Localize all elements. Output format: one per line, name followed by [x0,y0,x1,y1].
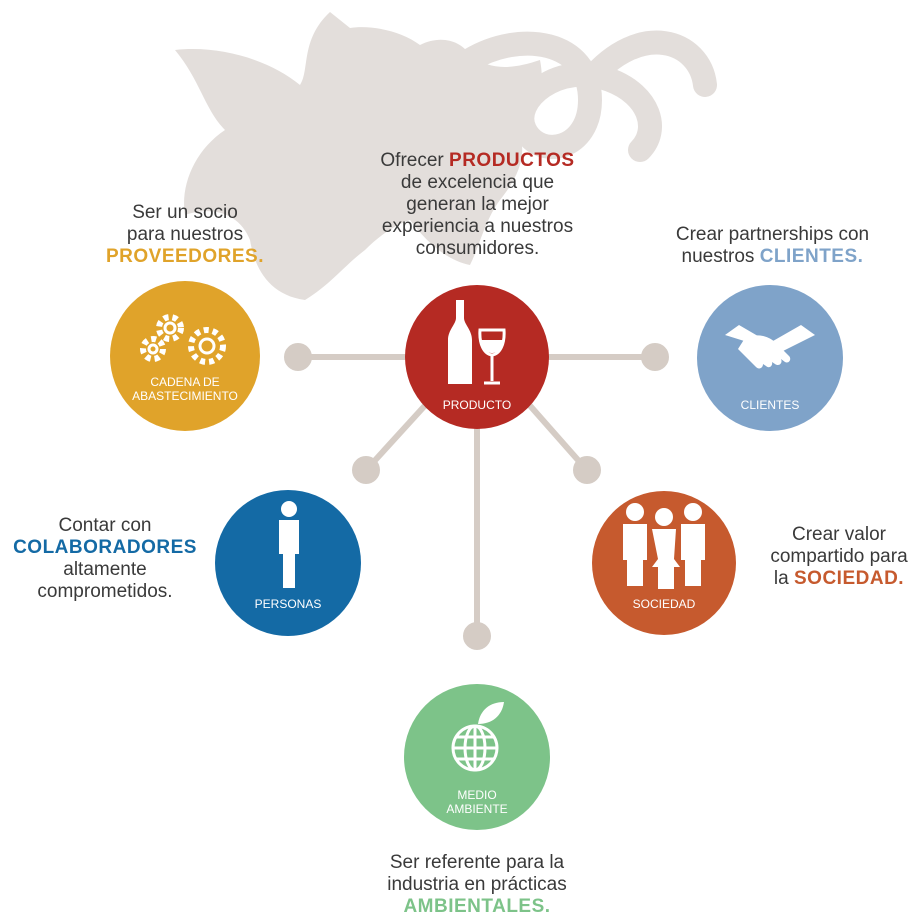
text-ambientales-line2: industria en prácticas [387,874,567,895]
connector-personas [365,397,433,471]
node-producto: PRODUCTO [405,285,549,429]
text-colaboradores-line3: altamente [63,559,147,580]
connector-dot-sociedad [573,456,601,484]
connector-dot-medio [463,622,491,650]
connector-dot-personas [352,456,380,484]
text-producto-em: PRODUCTOS [449,150,575,171]
text-proveedores: Ser un socio para nuestros PROVEEDORES. [90,202,280,268]
text-colaboradores-em: COLABORADORES [13,537,197,558]
node-personas-label: PERSONAS [255,597,322,611]
text-colaboradores-line4: comprometidos. [37,581,173,602]
grape-leaf [175,12,542,300]
text-producto-pre: Ofrecer [380,150,450,171]
text-sociedad-line2: compartido para [770,546,908,567]
connector-dot-clientes [641,343,669,371]
gears-icon [140,314,226,365]
node-clientes: CLIENTES [697,285,843,431]
text-producto: Ofrecer PRODUCTOS de excelencia que gene… [355,150,600,260]
text-clientes: Crear partnerships con nuestros CLIENTES… [655,224,890,268]
text-proveedores-line1: Ser un socio [132,202,238,223]
text-clientes-line1: Crear partnerships con [675,224,870,245]
text-producto-line5: consumidores. [415,238,540,259]
connectors [284,343,669,650]
node-medio: MEDIO AMBIENTE [404,684,550,830]
text-producto-line4: experiencia a nuestros [381,216,574,237]
grape-leaf-illustration [175,12,717,300]
grape-tendril [458,30,717,162]
node-cadena-label-line2: ABASTECIMIENTO [132,389,238,403]
text-sociedad-em: SOCIEDAD. [794,568,905,589]
text-colaboradores: Contar con COLABORADORES altamente compr… [5,515,205,603]
text-ambientales-em: AMBIENTALES. [403,896,551,917]
text-colaboradores-line1: Contar con [58,515,152,536]
text-producto-line3: generan la mejor [406,194,549,215]
text-proveedores-line2: para nuestros [126,224,244,245]
text-ambientales: Ser referente para la industria en práct… [362,852,592,918]
person-icon [279,501,299,588]
node-sociedad: SOCIEDAD [592,491,736,635]
globe-leaf-icon [451,724,499,772]
text-ambientales-line1: Ser referente para la [389,852,565,873]
node-medio-circle [404,684,550,830]
text-proveedores-em: PROVEEDORES. [105,246,265,267]
node-sociedad-label: SOCIEDAD [633,597,696,611]
node-clientes-label: CLIENTES [741,398,800,412]
text-producto-line2: de excelencia que [400,172,555,193]
node-producto-circle [405,285,549,429]
node-medio-label-line1: MEDIO [457,788,496,802]
node-cadena-label-line1: CADENA DE [150,375,219,389]
text-clientes-pre: nuestros [681,246,760,267]
connector-dot-cadena [284,343,312,371]
node-cadena-circle [110,281,260,431]
wine-glass-icon [478,328,506,385]
text-sociedad-line1: Crear valor [792,524,886,545]
wine-fill [481,340,503,353]
text-clientes-em: CLIENTES. [759,246,864,267]
leaf-icon [478,702,504,724]
text-sociedad: Crear valor compartido para la SOCIEDAD. [760,524,918,590]
handshake-icon [725,325,815,369]
node-medio-label-line2: AMBIENTE [446,802,507,816]
people-group-icon [623,503,705,589]
node-cadena: CADENA DE ABASTECIMIENTO [110,281,260,431]
node-producto-label: PRODUCTO [443,398,511,412]
wine-bottle-icon [448,300,472,384]
text-sociedad-pre: la [773,568,794,589]
node-personas: PERSONAS [215,490,361,636]
connector-sociedad [522,398,588,470]
